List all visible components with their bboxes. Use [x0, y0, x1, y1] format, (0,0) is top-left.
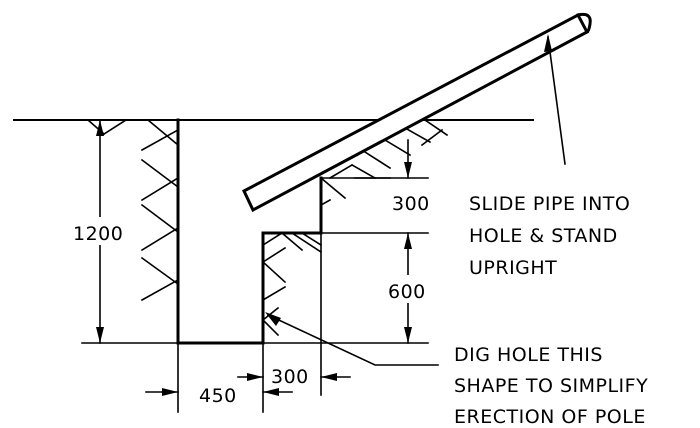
pipe-end-cap [576, 12, 592, 35]
hole-note-leader [266, 313, 439, 366]
pipe-note-line-1: SLIDE PIPE INTO [469, 193, 630, 215]
hole-leader-arrowhead [265, 312, 281, 326]
pipe-note-line-3: UPRIGHT [469, 257, 557, 279]
dim-1200-label: 1200 [73, 223, 123, 245]
dim-600: 600 [262, 232, 432, 344]
dim-450-label: 450 [199, 385, 237, 407]
pipe-note-line-2: HOLE & STAND [469, 225, 618, 247]
pipe-leader-arrowhead [544, 34, 552, 52]
dim-300-width-label: 300 [271, 366, 309, 388]
pipe [242, 12, 592, 213]
dim-300-rise-label: 300 [392, 193, 430, 215]
dim-300-width: 300 [237, 232, 351, 396]
dim-450: 450 [145, 342, 293, 413]
left-wall-hatch [86, 118, 180, 302]
pipe-body [242, 12, 590, 213]
pipe-note-leader [547, 36, 566, 165]
pipe-note: SLIDE PIPE INTO HOLE & STAND UPRIGHT [469, 193, 630, 279]
hole-outline [176, 118, 323, 345]
hole-note-line-2: SHAPE TO SIMPLIFY [454, 375, 648, 397]
dim-1200: 1200 [72, 119, 179, 344]
dim-300-rise: 300 [320, 139, 430, 215]
hole-note: DIG HOLE THIS SHAPE TO SIMPLIFY ERECTION… [454, 344, 648, 428]
hole-note-line-3: ERECTION OF POLE [454, 406, 646, 428]
dim-600-label: 600 [388, 281, 426, 303]
lower-step-hatch [261, 231, 323, 337]
hole-note-line-1: DIG HOLE THIS [454, 344, 603, 366]
